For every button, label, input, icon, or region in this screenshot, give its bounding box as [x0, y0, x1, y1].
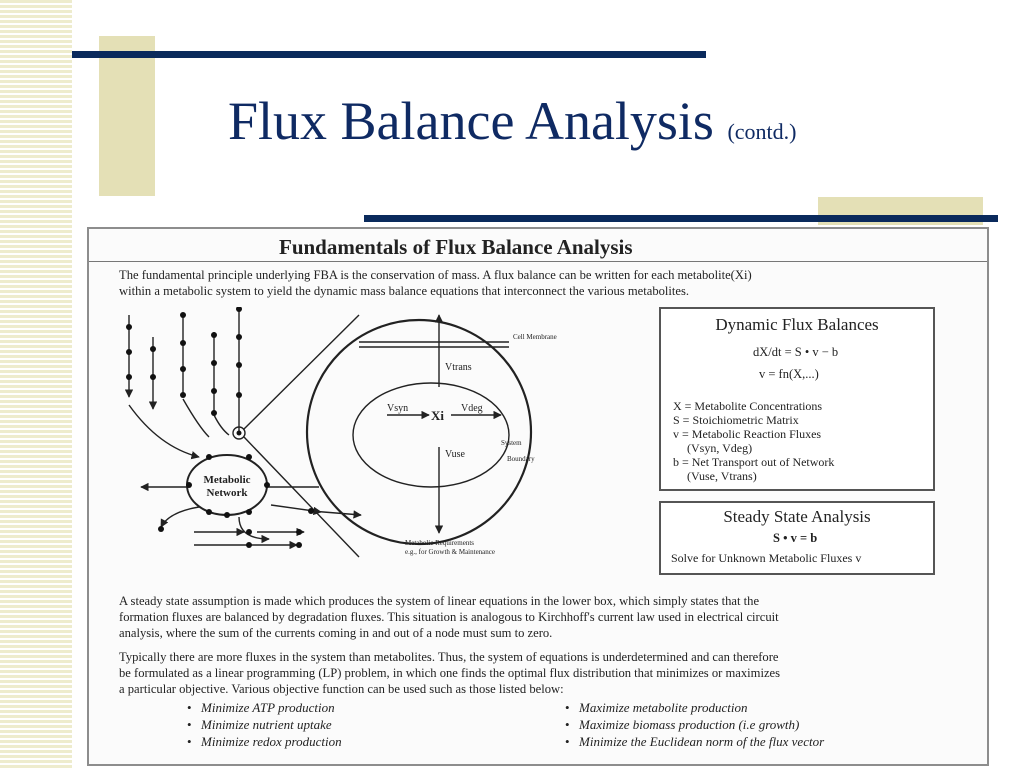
- title-rule: [89, 261, 987, 262]
- paragraph-line: formation fluxes are balanced by degrada…: [119, 610, 779, 624]
- definition-item: X = Metabolite Concentrations: [673, 399, 823, 413]
- intro-line: within a metabolic system to yield the d…: [119, 284, 690, 298]
- decorative-line-top: [72, 51, 706, 58]
- paragraph-line: A steady state assumption is made which …: [119, 594, 760, 608]
- v-syn-label: Vsyn: [387, 403, 408, 414]
- paragraph-line: a particular objective. Various objectiv…: [119, 682, 564, 696]
- decorative-block-left: [99, 36, 155, 196]
- steady-state-title: Steady State Analysis: [723, 507, 871, 526]
- x-i-label: Xi: [431, 408, 444, 423]
- metabolic-requirements-label: Metabolic Requirements: [405, 539, 474, 547]
- definition-item: S = Stoichiometric Matrix: [673, 413, 799, 427]
- steady-state-text: Solve for Unknown Metabolic Fluxes v: [671, 551, 862, 565]
- v-deg-label: Vdeg: [461, 403, 483, 414]
- objective-item: •Minimize the Euclidean norm of the flux…: [565, 734, 825, 749]
- equation-flux-function: v = fn(X,...): [759, 367, 819, 381]
- definition-item: (Vsyn, Vdeg): [687, 441, 753, 455]
- metabolic-requirements-label: e.g., for Growth & Maintenance: [405, 548, 495, 556]
- definition-item: v = Metabolic Reaction Fluxes: [673, 427, 822, 441]
- steady-state-equation: S • v = b: [773, 531, 818, 545]
- slide-subtitle: (contd.): [727, 119, 797, 144]
- objective-item: •Maximize metabolite production: [565, 700, 748, 715]
- fba-figure: Fundamentals of Flux Balance Analysis Th…: [87, 227, 989, 766]
- decorative-stripes: [0, 0, 72, 768]
- dynamic-flux-box: Dynamic Flux Balances dX/dt = S • v − b …: [659, 307, 935, 491]
- intro-paragraph: The fundamental principle underlying FBA…: [119, 267, 969, 299]
- objective-item: •Minimize nutrient uptake: [187, 717, 332, 732]
- slide-title: Flux Balance Analysis (contd.): [228, 94, 796, 148]
- network-diagram: Metabolic Network Cell Membrane Vtrans V…: [124, 307, 557, 558]
- paragraph-line: analysis, where the sum of the currents …: [119, 626, 553, 640]
- system-boundary-label: System: [501, 439, 522, 447]
- objective-item: •Minimize ATP production: [187, 700, 335, 715]
- objective-item: •Maximize biomass production (i.e growth…: [565, 717, 800, 732]
- objective-item: •Minimize redox production: [187, 734, 342, 749]
- v-use-label: Vuse: [445, 449, 466, 460]
- v-trans-label: Vtrans: [445, 362, 472, 373]
- decorative-line-bottom: [364, 215, 998, 222]
- objectives-left: •Minimize ATP production •Minimize nutri…: [187, 699, 342, 750]
- paragraph-line: be formulated as a linear programming (L…: [119, 666, 781, 680]
- definitions-list: X = Metabolite Concentrations S = Stoich…: [673, 399, 834, 483]
- dynamic-flux-title: Dynamic Flux Balances: [715, 315, 879, 334]
- slide-title-text: Flux Balance Analysis: [228, 91, 714, 151]
- network-label: Network: [207, 487, 249, 499]
- definition-item: (Vuse, Vtrans): [687, 469, 757, 483]
- lp-paragraph: Typically there are more fluxes in the s…: [119, 649, 969, 697]
- objectives-right: •Maximize metabolite production •Maximiz…: [565, 699, 824, 750]
- definition-item: b = Net Transport out of Network: [673, 455, 835, 469]
- steady-state-paragraph: A steady state assumption is made which …: [119, 593, 969, 641]
- system-boundary-label: Boundary: [507, 455, 535, 463]
- intro-line: The fundamental principle underlying FBA…: [119, 268, 752, 282]
- figure-title: Fundamentals of Flux Balance Analysis: [279, 235, 633, 259]
- cell-membrane-label: Cell Membrane: [513, 333, 557, 341]
- network-label: Metabolic: [203, 474, 250, 486]
- paragraph-line: Typically there are more fluxes in the s…: [119, 650, 779, 664]
- equation-mass-balance: dX/dt = S • v − b: [753, 345, 839, 359]
- steady-state-box: Steady State Analysis S • v = b Solve fo…: [659, 501, 935, 575]
